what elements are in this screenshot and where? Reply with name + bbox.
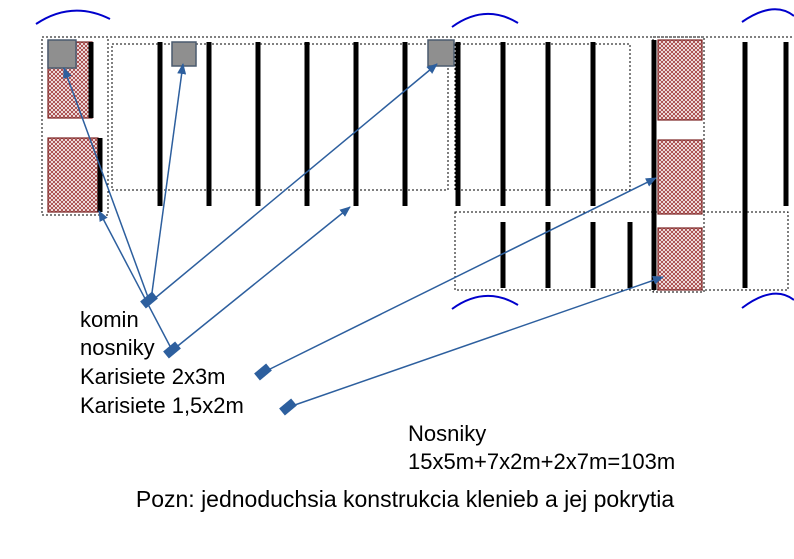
- vault-arc-icon: [451, 12, 519, 28]
- vault-arc-icon: [741, 292, 794, 309]
- karisiete-panel: [657, 139, 703, 215]
- beams: [88, 40, 789, 290]
- label-nosniky-total: 15x5m+7x2m+2x7m=103m: [408, 449, 675, 474]
- leader-anchor-nosniky: [163, 341, 181, 359]
- leader-karisiete-2x3: [263, 177, 657, 373]
- outline-left-bay: [41, 36, 109, 216]
- outline-right-bay: [454, 43, 631, 191]
- karisiete-panel: [47, 137, 99, 213]
- label-karisiete-2x3: Karisiete 2x3m: [80, 364, 226, 389]
- label-komin: komin: [80, 307, 139, 332]
- leader-nosniky-2: [173, 206, 351, 350]
- leader-komin-2: [150, 63, 187, 301]
- leader-anchor-karisiete-1-5x2: [279, 398, 297, 416]
- leader-karisiete-1-5x2: [288, 276, 664, 408]
- leader-anchor-komin: [140, 291, 158, 309]
- leader-arrows: [63, 63, 664, 416]
- leader-nosniky-1: [98, 210, 173, 351]
- karisiete-panel: [657, 39, 703, 121]
- karisiete-panel: [657, 227, 703, 291]
- chimney: [47, 39, 77, 69]
- note-line: Pozn: jednoduchsia konstrukcia klenieb a…: [136, 486, 674, 512]
- label-nosniky: nosniky: [80, 335, 155, 360]
- chimneys: [47, 39, 455, 69]
- outline-center-bay: [111, 43, 449, 191]
- vault-arc-icon: [35, 9, 111, 25]
- outline-lower-right-bay: [454, 211, 789, 291]
- vault-arcs: [35, 8, 794, 310]
- vault-arc-icon: [451, 294, 519, 310]
- label-karisiete-1-5x2: Karisiete 1,5x2m: [80, 393, 244, 418]
- chimney: [171, 41, 197, 67]
- chimney: [427, 39, 455, 67]
- leader-anchor-karisiete-2x3: [254, 363, 272, 381]
- leader-komin-1: [63, 67, 150, 301]
- label-nosniky-heading: Nosniky: [408, 421, 486, 446]
- karisiete-panels: [47, 39, 703, 291]
- annotation-labels: komin nosniky Karisiete 2x3m Karisiete 1…: [80, 307, 675, 512]
- vault-arc-icon: [741, 8, 794, 23]
- leader-komin-3: [153, 63, 438, 300]
